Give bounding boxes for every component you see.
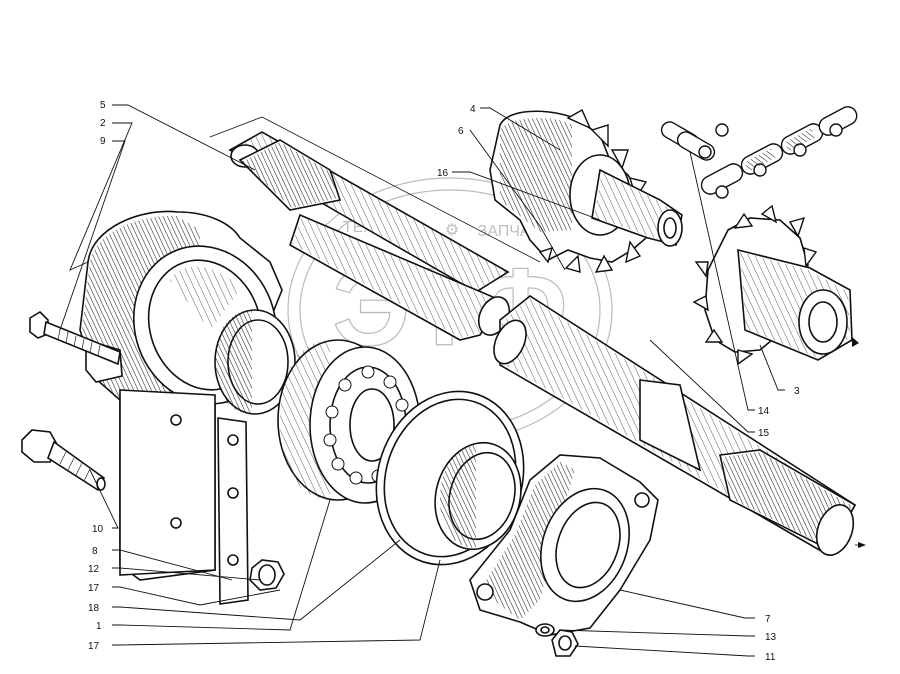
nut-11	[551, 629, 579, 657]
callout-9: 9	[100, 136, 106, 147]
callout-8: 8	[92, 546, 98, 557]
sprocket-4	[489, 109, 683, 273]
shaft-upper	[209, 116, 541, 341]
callout-10: 10	[92, 524, 104, 535]
callout-7: 7	[765, 614, 771, 625]
nut-12	[249, 559, 285, 591]
callout-16: 16	[437, 168, 449, 179]
callout-13: 13	[765, 632, 777, 643]
shaft-lower	[493, 295, 866, 557]
callout-17-upper: 17	[88, 583, 100, 594]
callout-11: 11	[765, 652, 776, 663]
callout-2: 2	[100, 118, 106, 129]
bolt-9	[29, 310, 121, 366]
callout-6: 6	[458, 126, 464, 137]
callout-15: 15	[758, 428, 770, 439]
callout-3: 3	[794, 386, 800, 397]
chain-14	[660, 106, 858, 199]
callout-1: 1	[96, 621, 102, 632]
callout-5: 5	[100, 100, 106, 111]
washer-13	[535, 623, 555, 637]
flange-cover-7	[469, 454, 659, 636]
sprocket-3	[692, 204, 859, 366]
seal-right	[434, 441, 522, 551]
watermark-gear-icon: ⚙	[445, 222, 459, 239]
leader-lines	[59, 104, 785, 657]
callout-18: 18	[88, 603, 100, 614]
callout-labels: 5 2 9 4 6 16 10 8 12 17 18 1 17 7 13 11 …	[88, 100, 800, 663]
callout-12: 12	[88, 564, 100, 575]
callout-4: 4	[470, 104, 476, 115]
plate-8	[217, 417, 249, 605]
seal-left	[214, 309, 296, 415]
bolt-10	[21, 429, 106, 492]
callout-17-lower: 17	[88, 641, 100, 652]
callout-14: 14	[758, 406, 770, 417]
